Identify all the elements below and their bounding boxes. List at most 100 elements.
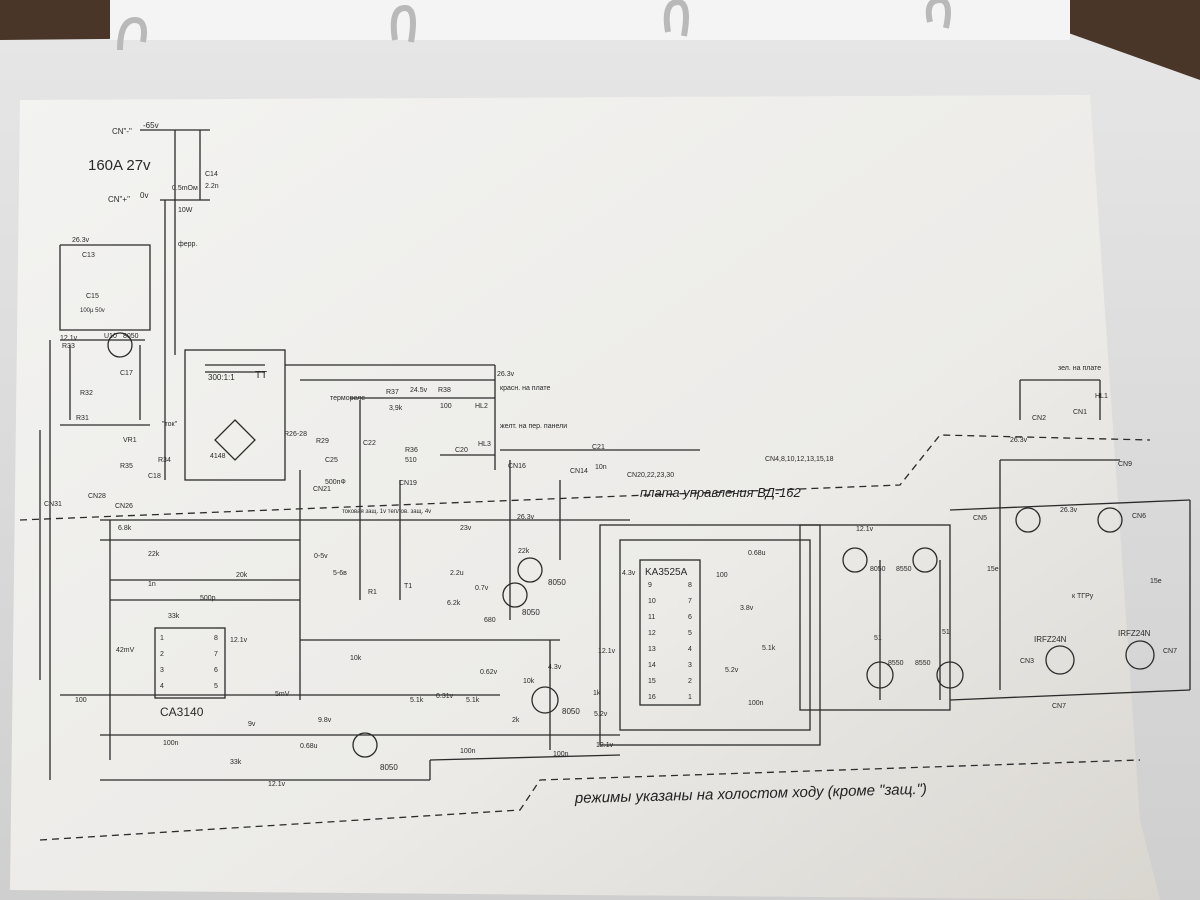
c15e-left: 15e (987, 566, 999, 573)
r51-b: 51 (942, 629, 950, 636)
ka3525a-pin-left: 12 (648, 630, 656, 637)
ca3140-pin-right: 8 (214, 635, 218, 642)
cn7-bottom: CN7 (1052, 703, 1066, 710)
r10k-mid: 10k (350, 655, 362, 662)
r38-label: R38 (438, 387, 451, 394)
ka3525a-pin-right: 8 (688, 582, 692, 589)
v42mv-label: 42mV (116, 647, 135, 654)
rail-121-left: 12.1v (60, 335, 78, 342)
ka3525a-pin-right: 7 (688, 598, 692, 605)
transformer-ratio: 300:1:1 (208, 373, 235, 382)
q-8550-a: 8550 (888, 660, 904, 667)
hl2-label: HL2 (475, 403, 488, 410)
hl1-note: зел. на плате (1058, 365, 1101, 372)
rail-121-driver: 12.1v (856, 526, 874, 533)
c14-value: 2.2n (205, 183, 219, 190)
r51k-b: 5.1k (466, 697, 480, 704)
rail-121-bottom: 12.1v (596, 742, 614, 749)
v38-label: 3.8v (740, 605, 754, 612)
mosfet-a: IRFZ24N (1034, 635, 1067, 644)
r680-label: 680 (484, 617, 496, 624)
cn7-right: CN7 (1163, 648, 1177, 655)
shunt-power-label: 10W (178, 207, 193, 214)
c25-label: C25 (325, 457, 338, 464)
transistor-symbols (107, 332, 1155, 758)
r38-value: 100 (440, 403, 452, 410)
rail-263-mid: 26.3v (517, 514, 535, 521)
c21-label: C21 (592, 444, 605, 451)
protection-note: токовая защ. 1v теплов. защ. 4v (342, 509, 431, 515)
u10-label: U10 (104, 333, 117, 340)
rail-245-label: 24.5v (410, 387, 428, 394)
r1-label: R1 (368, 589, 377, 596)
transformer-name: TT (255, 370, 267, 381)
v23-label: 23v (460, 525, 472, 532)
cn3-label: CN3 (1020, 658, 1034, 665)
q-8550-b: 8550 (915, 660, 931, 667)
cn28-label: CN28 (88, 493, 106, 500)
cn2-label: CN2 (1032, 415, 1046, 422)
rail-121-ic: 12.1v (598, 648, 616, 655)
binder-rings (117, 0, 951, 51)
ka3525a-pin-right: 5 (688, 630, 692, 637)
r51-a: 51 (874, 635, 882, 642)
cn21-label: CN21 (313, 486, 331, 493)
r36-value: 510 (405, 457, 417, 464)
cn-group2-label: CN20,22,23,30 (627, 472, 674, 479)
r51k-ic: 5.1k (762, 645, 776, 652)
rail-121-ca3140: 12.1v (230, 637, 248, 644)
c500p-label: 500p (200, 595, 216, 602)
rail-263-right: 26.3v (1010, 437, 1028, 444)
ca3140-pin-left: 2 (160, 651, 164, 658)
c068u-left: 0.68u (300, 743, 318, 750)
q-8050-f: 8550 (896, 566, 912, 573)
u10-transistor: 8050 (123, 333, 139, 340)
c13-label: C13 (82, 252, 95, 259)
tok-label: "ток" (162, 421, 178, 428)
rail-263-left: 26.3v (72, 237, 90, 244)
hl3-label: HL3 (478, 441, 491, 448)
q-8050-b: 8050 (522, 608, 540, 617)
ka3525a-pin-left: 15 (648, 678, 656, 685)
v52-left: 5.2v (594, 711, 608, 718)
rail-121-lower: 12.1v (268, 781, 286, 788)
r68k-label: 6.8k (118, 525, 132, 532)
r100-left: 100 (75, 697, 87, 704)
r22k-label: 22k (518, 548, 530, 555)
hl1-label: HL1 (1095, 393, 1108, 400)
cn-group-label: CN4,8,10,12,13,15,18 (765, 456, 834, 463)
ca3140-pin-left: 3 (160, 667, 164, 674)
r33k-label: 33k (168, 613, 180, 620)
r10k-fb: 10k (523, 678, 535, 685)
v43-ic: 4.3v (622, 570, 636, 577)
top-page (110, 0, 1070, 40)
ca3140-pin-right: 7 (214, 651, 218, 658)
v07-label: 0.7v (475, 585, 489, 592)
v52-ic: 5.2v (725, 667, 739, 674)
cn19-label: CN19 (399, 480, 417, 487)
c15-value: 100µ 50v (80, 308, 105, 314)
r31-label: R31 (76, 415, 89, 422)
shunt-label: 0.5mOм (172, 185, 198, 192)
v062-label: 0.62v (480, 669, 498, 676)
c18-label: C18 (148, 473, 161, 480)
r33k-bottom: 33k (230, 759, 242, 766)
c22u-label: 2.2u (450, 570, 464, 577)
hl3-note: желт. на пер. панели (500, 423, 567, 430)
r33-label: R33 (62, 343, 75, 350)
ring-icon (663, 0, 689, 37)
c100n-left: 100n (163, 740, 179, 747)
cn1-label: CN1 (1073, 409, 1087, 416)
c2-label: 0.68u (748, 550, 766, 557)
ca3140-pin-left: 1 (160, 635, 164, 642)
ka3525a-pin-right: 3 (688, 662, 692, 669)
cn14-label: CN14 (570, 468, 588, 475)
rail-263-top: 26.3v (497, 371, 515, 378)
r2k-label: 2k (512, 717, 520, 724)
cn16-label: CN16 (508, 463, 526, 470)
c17-label: C17 (120, 370, 133, 377)
c1n-label: 1n (148, 581, 156, 588)
ring-icon (117, 16, 147, 51)
r29-label: R29 (316, 438, 329, 445)
